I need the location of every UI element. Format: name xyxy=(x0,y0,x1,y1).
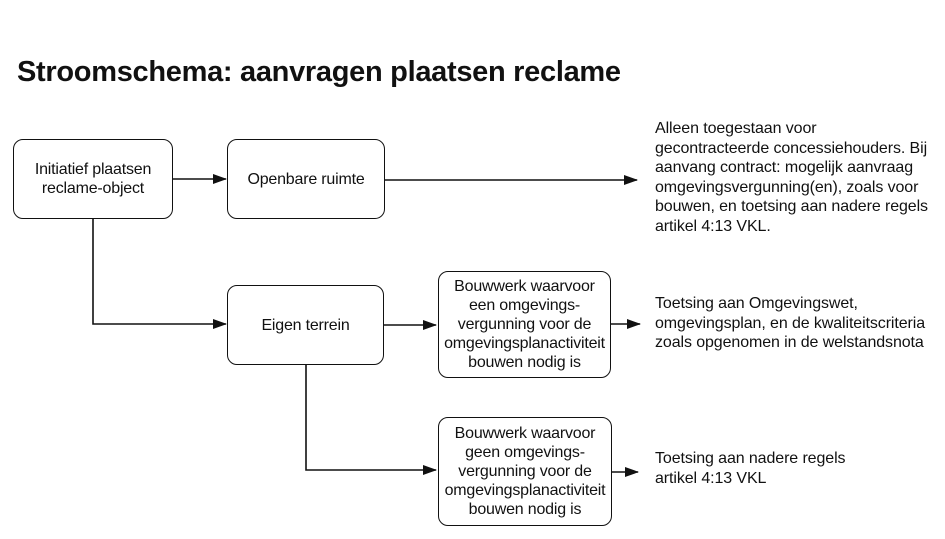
annotation-openbare-ruimte-uitkomst: Alleen toegestaan voor gecontracteerde c… xyxy=(655,120,928,235)
edge-initiatief-to-eigen-terrein-arrow xyxy=(92,219,227,329)
node-openbare-ruimte: Openbare ruimte xyxy=(227,139,385,219)
annotation-zonder-vergunning-uitkomst: Toetsing aan nadere regels artikel 4:13 … xyxy=(655,450,846,487)
edge-eigen-terrein-to-zonder-vergunning-arrow xyxy=(305,365,437,475)
page-title: Stroomschema: aanvragen plaatsen reclame xyxy=(17,56,621,89)
node-initiatief-plaatsen-reclame-object: Initiatief plaatsen reclame-object xyxy=(13,139,173,219)
node-bouwwerk-zonder-omgevingsvergunning: Bouwwerk waarvoor geen omgevings- vergun… xyxy=(438,417,612,526)
node-eigen-terrein: Eigen terrein xyxy=(227,285,384,365)
node-bouwwerk-met-omgevingsvergunning: Bouwwerk waarvoor een omgevings- vergunn… xyxy=(438,271,611,378)
annotation-met-vergunning-uitkomst: Toetsing aan Omgevingswet, omgevingsplan… xyxy=(655,295,926,351)
